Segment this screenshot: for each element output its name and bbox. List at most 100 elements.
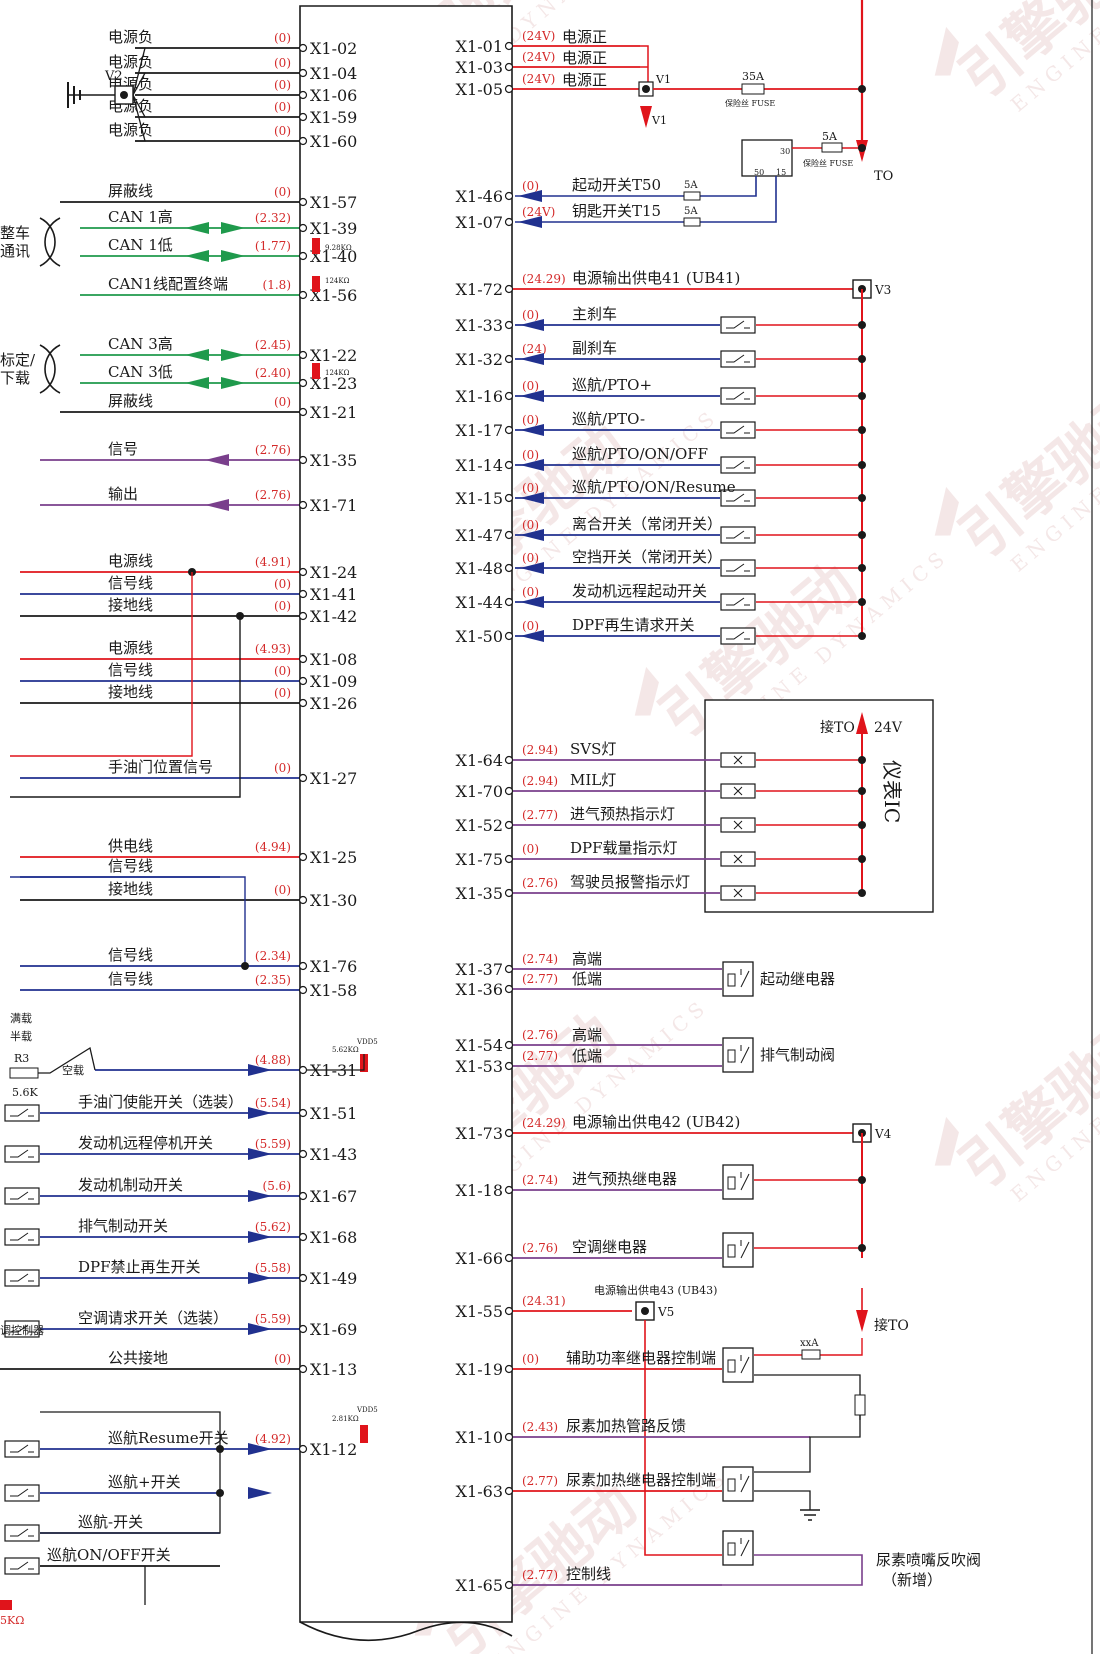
instrument-ic-box — [704, 699, 934, 913]
signal-label: 屏蔽线 — [108, 392, 153, 410]
pin-terminal — [298, 290, 308, 300]
junction-dot — [858, 1244, 866, 1252]
signal-label: 高端 — [572, 1026, 602, 1044]
voltage-value: (0) — [522, 585, 539, 599]
signal-label: MIL灯 — [570, 771, 616, 789]
fan-wire — [132, 72, 147, 96]
arrow-left-icon — [520, 459, 544, 471]
voltage-value: (4.92) — [255, 1432, 291, 1446]
relay-icon — [722, 1466, 754, 1502]
signal-label: 尿素加热继电器控制端 — [566, 1471, 716, 1489]
pin-id: X1-64 — [456, 751, 503, 770]
voltage-value: (2.45) — [255, 338, 291, 352]
ground-icon — [800, 1509, 820, 1521]
signal-label: 副刹车 — [572, 339, 617, 357]
signal-label: 进气预热继电器 — [572, 1170, 677, 1188]
voltage-value: (2.74) — [522, 1173, 558, 1187]
relay-coil — [727, 1244, 736, 1258]
junction-dot — [858, 756, 866, 764]
signal-label: SVS灯 — [570, 740, 616, 758]
voltage-value: (24V) — [522, 50, 555, 64]
arrow-left-icon — [520, 596, 544, 608]
pin-terminal — [504, 1061, 514, 1071]
pin-terminal — [504, 320, 514, 330]
voltage-value: (0) — [274, 761, 291, 775]
pin-terminal — [504, 755, 514, 765]
pin-terminal — [298, 676, 308, 686]
pin-id: X1-12 — [310, 1440, 357, 1459]
signal-label: 电源负 — [108, 53, 153, 71]
group-label: 通讯 — [0, 242, 30, 260]
voltage-value: (0) — [274, 1352, 291, 1366]
pin-id: X1-03 — [456, 58, 503, 77]
pin-terminal — [298, 1324, 308, 1334]
pin-id: X1-04 — [310, 64, 357, 83]
signal-label: 电源正 — [562, 28, 607, 46]
fuse-5a-icon — [683, 217, 701, 227]
signal-label: DPF再生请求开关 — [572, 616, 695, 634]
signal-label: 供电线 — [108, 837, 153, 855]
pin-terminal — [504, 1128, 514, 1138]
lamp-icon — [720, 752, 756, 768]
relay-contact — [740, 1172, 750, 1191]
group-label: 下载 — [0, 369, 30, 387]
pin-terminal — [504, 217, 514, 227]
voltage-value: (24.29) — [522, 1116, 566, 1130]
signal-label: 辅助功率继电器控制端 — [566, 1349, 716, 1367]
right-circuits: TOX1-01(24V)电源正X1-03(24V)电源正X1-05(24V)电源… — [456, 0, 1093, 1654]
voltage-value: (0) — [522, 518, 539, 532]
signal-label: 电源输出供电43 (UB43) — [594, 1283, 717, 1297]
wire-sensor-ground — [10, 616, 241, 798]
resistor-9k — [312, 238, 320, 254]
resistor-value: 2.81KΩ — [332, 1415, 359, 1423]
switch-icon — [720, 627, 756, 645]
fuse-note: 保险丝 FUSE — [725, 98, 775, 108]
group-label: 标定/ — [0, 351, 36, 369]
pin-terminal — [504, 1432, 514, 1442]
relay-coil — [727, 1049, 736, 1063]
fuse-label: xxA — [800, 1338, 819, 1349]
pin-terminal — [298, 350, 308, 360]
pin-id: X1-72 — [456, 280, 503, 299]
relay-coil — [727, 1542, 736, 1556]
switch-icon — [4, 1145, 40, 1163]
wire-key — [515, 176, 777, 223]
pin-terminal — [298, 1232, 308, 1242]
pin-id: X1-30 — [310, 891, 357, 910]
pin-id: X1-46 — [456, 187, 503, 206]
arrow-left-icon — [520, 353, 544, 365]
fuse-label: 5A — [684, 180, 698, 191]
switch-contact — [10, 1324, 34, 1333]
signal-label: 空挡开关（常闭开关） — [572, 548, 722, 566]
signal-label: 公共接地 — [108, 1349, 168, 1367]
pin-terminal — [298, 378, 308, 388]
switch-contact — [726, 425, 750, 434]
pin-terminal — [298, 1065, 308, 1075]
voltage-value: (2.77) — [522, 808, 558, 822]
watermark-logo-icon — [934, 1116, 959, 1166]
pin-id: X1-70 — [456, 782, 503, 801]
pin-id: X1-41 — [310, 585, 357, 604]
pin-terminal — [298, 852, 308, 862]
pin-terminal — [504, 460, 514, 470]
switch-contact — [10, 1108, 34, 1117]
wire-valve — [722, 1554, 863, 1586]
pin-terminal — [298, 1364, 308, 1374]
switch-icon — [4, 1187, 40, 1205]
signal-label: 接地线 — [108, 683, 153, 701]
signal-label: 高端 — [572, 950, 602, 968]
voltage-value: (2.94) — [522, 743, 558, 757]
pin-terminal — [504, 1486, 514, 1496]
switch-icon — [720, 489, 756, 507]
arrow-left-icon — [518, 216, 542, 228]
pin-id: X1-59 — [310, 108, 357, 127]
arrow-right-icon — [248, 1487, 272, 1499]
pin-terminal — [504, 854, 514, 864]
resistor-icon — [0, 1600, 12, 1610]
signal-label: CAN 1低 — [108, 236, 173, 254]
pin-id: X1-73 — [456, 1124, 503, 1143]
switch-contact — [726, 391, 750, 400]
pin-id: X1-33 — [456, 316, 503, 335]
twist — [39, 217, 61, 267]
